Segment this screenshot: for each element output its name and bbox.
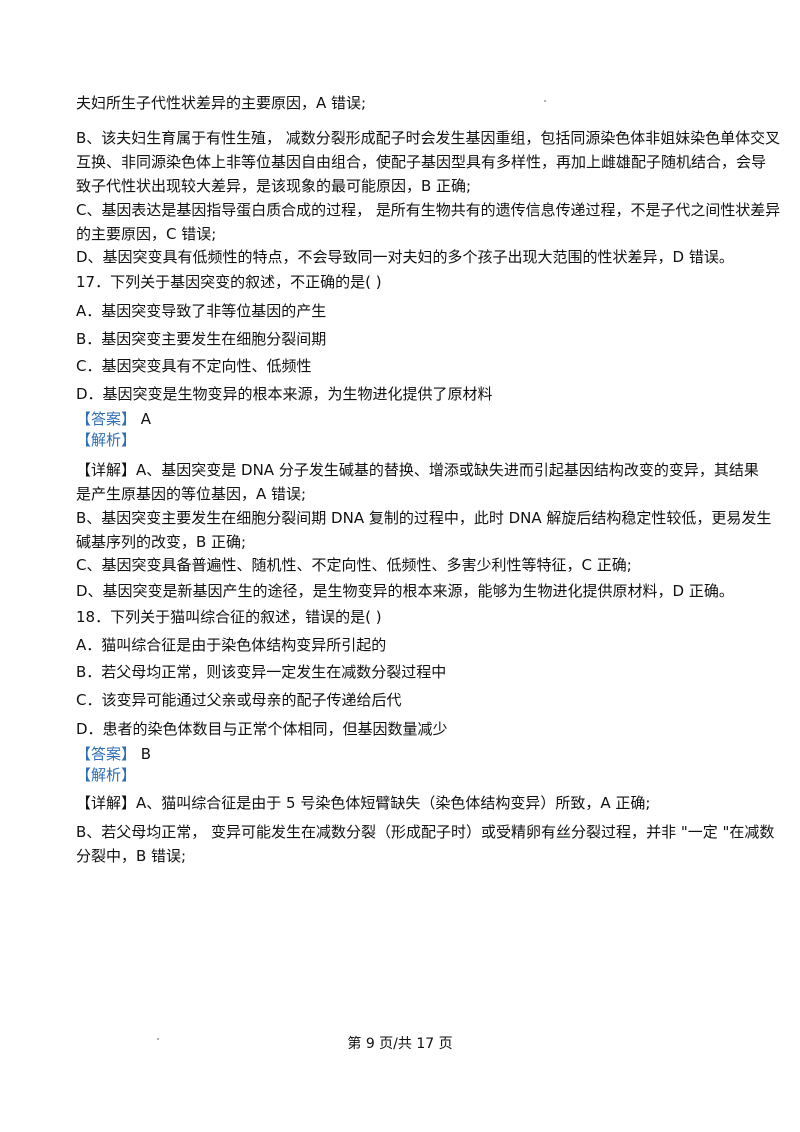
answer-value: B <box>140 745 152 763</box>
prev-answer-line: 致子代性状出现较大差异，是该现象的最可能原因，B 正确; <box>76 177 472 195</box>
question-18-answer: 【答案】 B <box>76 745 151 763</box>
question-17-detail-line: 是产生原基因的等位基因，A 错误; <box>76 485 307 503</box>
question-17-detail-line: 碱基序列的改变，B 正确; <box>76 533 247 551</box>
answer-tag: 【答案】 <box>76 745 137 763</box>
prev-answer-line: B、该夫妇生育属于有性生殖， 减数分裂形成配子时会发生基因重组，包括同源染色体非… <box>76 129 781 147</box>
question-18-option-c: C．该变异可能通过父亲或母亲的配子传递给后代 <box>76 691 402 709</box>
question-17-option-c: C．基因突变具有不定向性、低频性 <box>76 357 312 375</box>
question-17-option-d: D．基因突变是生物变异的根本来源，为生物进化提供了原材料 <box>76 385 493 403</box>
prev-answer-line: C、基因表达是基因指导蛋白质合成的过程， 是所有生物共有的遗传信息传递过程，不是… <box>76 201 781 219</box>
prev-answer-line: 的主要原因，C 错误; <box>76 225 217 243</box>
prev-answer-line: 夫妇所生子代性状差异的主要原因，A 错误; <box>76 94 367 112</box>
question-17-analysis-tag: 【解析】 <box>76 431 137 449</box>
page-footer: 第 9 页/共 17 页 <box>347 1036 453 1052</box>
question-18-option-a: A．猫叫综合征是由于染色体结构变异所引起的 <box>76 636 387 654</box>
question-17-detail-line: B、基因突变主要发生在细胞分裂间期 DNA 复制的过程中，此时 DNA 解旋后结… <box>76 509 772 527</box>
question-17-detail-line: C、基因突变具备普遍性、随机性、不定向性、低频性、多害少利性等特征，C 正确; <box>76 556 632 574</box>
question-17-option-a: A．基因突变导致了非等位基因的产生 <box>76 302 327 320</box>
question-18-detail-line: B、若父母均正常， 变异可能发生在减数分裂（形成配子时）或受精卵有丝分裂过程，并… <box>76 823 775 841</box>
prev-answer-line: D、基因突变具有低频性的特点，不会导致同一对夫妇的多个孩子出现大范围的性状差异，… <box>76 248 734 266</box>
scan-speck <box>157 1038 159 1040</box>
question-17-stem: 17．下列关于基因突变的叙述，不正确的是( ) <box>76 273 382 291</box>
answer-value: A <box>140 410 152 428</box>
question-17-detail-line: D、基因突变是新基因产生的途径，是生物变异的根本来源，能够为生物进化提供原材料，… <box>76 582 734 600</box>
answer-tag: 【答案】 <box>76 410 137 428</box>
scan-speck <box>544 100 546 102</box>
question-18-detail-line: 分裂中，B 错误; <box>76 847 187 865</box>
question-18-option-b: B．若父母均正常，则该变异一定发生在减数分裂过程中 <box>76 663 447 681</box>
question-18-stem: 18．下列关于猫叫综合征的叙述，错误的是( ) <box>76 608 382 626</box>
question-17-detail-line: 【详解】A、基因突变是 DNA 分子发生碱基的替换、增添或缺失进而引起基因结构改… <box>76 461 759 479</box>
question-18-option-d: D．患者的染色体数目与正常个体相同，但基因数量减少 <box>76 720 448 738</box>
question-18-detail-line: 【详解】A、猫叫综合征是由于 5 号染色体短臂缺失（染色体结构变异）所致，A 正… <box>76 794 651 812</box>
question-17-answer: 【答案】 A <box>76 410 151 428</box>
question-18-analysis-tag: 【解析】 <box>76 766 137 784</box>
question-17-option-b: B．基因突变主要发生在细胞分裂间期 <box>76 330 327 348</box>
prev-answer-line: 互换、非同源染色体上非等位基因自由组合，使配子基因型具有多样性，再加上雌雄配子随… <box>76 153 767 171</box>
